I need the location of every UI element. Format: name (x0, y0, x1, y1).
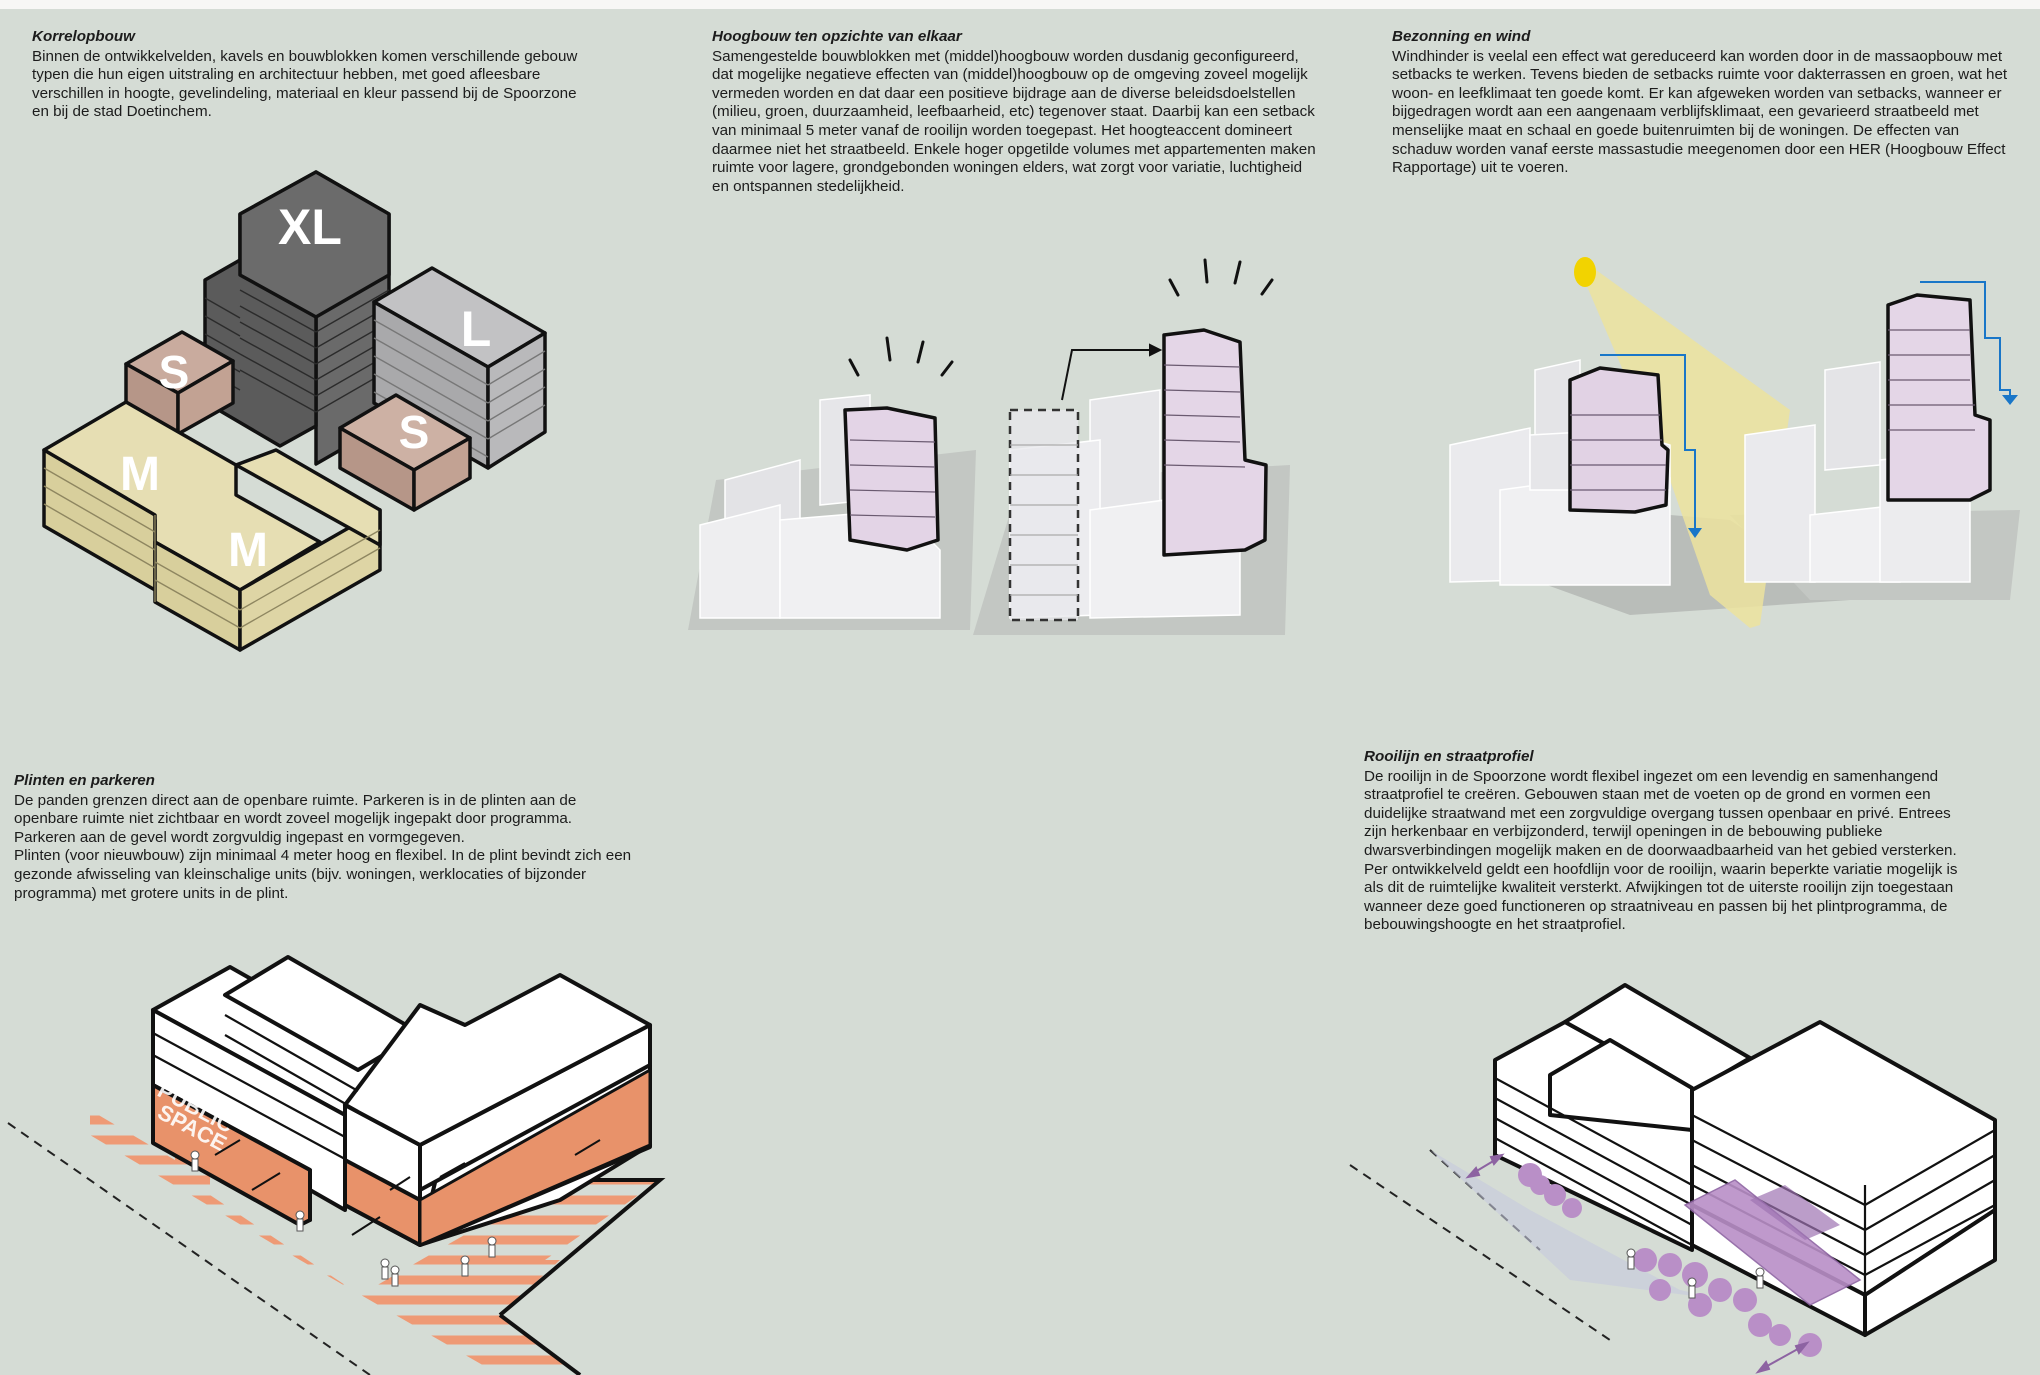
person-icon (1626, 1248, 1765, 1299)
label-m-right: M (228, 524, 268, 577)
plinten-body-1: De panden grenzen direct aan de openbare… (14, 791, 577, 846)
hoogbouw-text: Hoogbouw ten opzichte van elkaar Samenge… (712, 28, 1322, 196)
bezonning-text: Bezonning en wind Windhinder is veelal e… (1392, 28, 2022, 178)
korrelopbouw-title: Korrelopbouw (32, 28, 135, 45)
bezonning-diagram (1449, 257, 2020, 628)
label-s-right: S (399, 406, 430, 458)
block-s-right (338, 393, 472, 512)
korrelopbouw-text: Korrelopbouw Binnen de ontwikkelvelden, … (32, 28, 592, 122)
rooilijn-text: Rooilijn en straatprofiel De rooilijn in… (1364, 748, 1964, 935)
bezonning-body: Windhinder is veelal een effect wat gere… (1392, 47, 2008, 177)
tree-icon (1518, 1163, 1822, 1357)
tower-left (843, 406, 940, 552)
korrelopbouw-diagram: XL L S S M M (42, 170, 547, 652)
hoogbouw-diagram (688, 258, 1290, 635)
wind-arrow-icon (1600, 354, 1702, 538)
plinten-title: Plinten en parkeren (14, 772, 155, 789)
sun-icon (1574, 257, 1596, 287)
entrance-canopy (1683, 1179, 1862, 1306)
label-m-left: M (120, 448, 160, 501)
arrow-icon (1465, 1153, 1810, 1374)
rooilijn-building (1493, 983, 1997, 1337)
hoogbouw-body: Samengestelde bouwblokken met (middel)ho… (712, 47, 1316, 195)
top-border (0, 0, 2040, 9)
label-l: L (461, 301, 492, 357)
ghost-tower (1008, 408, 1080, 622)
tower-right (1162, 328, 1268, 557)
rooilijn-diagram (1349, 983, 1997, 1374)
sun-tower-left (1568, 366, 1670, 514)
plinten-building (151, 955, 652, 1247)
plinten-diagram: PUBLIC SPACE (7, 955, 666, 1375)
korrelopbouw-body: Binnen de ontwikkelvelden, kavels en bou… (32, 47, 578, 121)
arrow-icon (214, 1139, 601, 1236)
label-s-left: S (159, 346, 190, 398)
sun-tower-right (1886, 293, 1992, 502)
wind-arrow-icon-right (1920, 281, 2018, 405)
rooilijn-body: De rooilijn in de Spoorzone wordt flexib… (1364, 767, 1958, 934)
hoogbouw-title: Hoogbouw ten opzichte van elkaar (712, 28, 962, 45)
rooilijn-title: Rooilijn en straatprofiel (1364, 748, 1534, 765)
bezonning-title: Bezonning en wind (1392, 28, 1531, 45)
person-icon (190, 1150, 497, 1287)
block-m (42, 400, 382, 652)
arrow-icon (1061, 343, 1163, 401)
attention-marks-right (1168, 258, 1274, 297)
label-xl: XL (278, 199, 342, 255)
attention-marks-left (848, 336, 954, 377)
plinten-text: Plinten en parkeren De panden grenzen di… (14, 772, 634, 903)
plinten-body-2: Plinten (voor nieuwbouw) zijn minimaal 4… (14, 847, 632, 902)
